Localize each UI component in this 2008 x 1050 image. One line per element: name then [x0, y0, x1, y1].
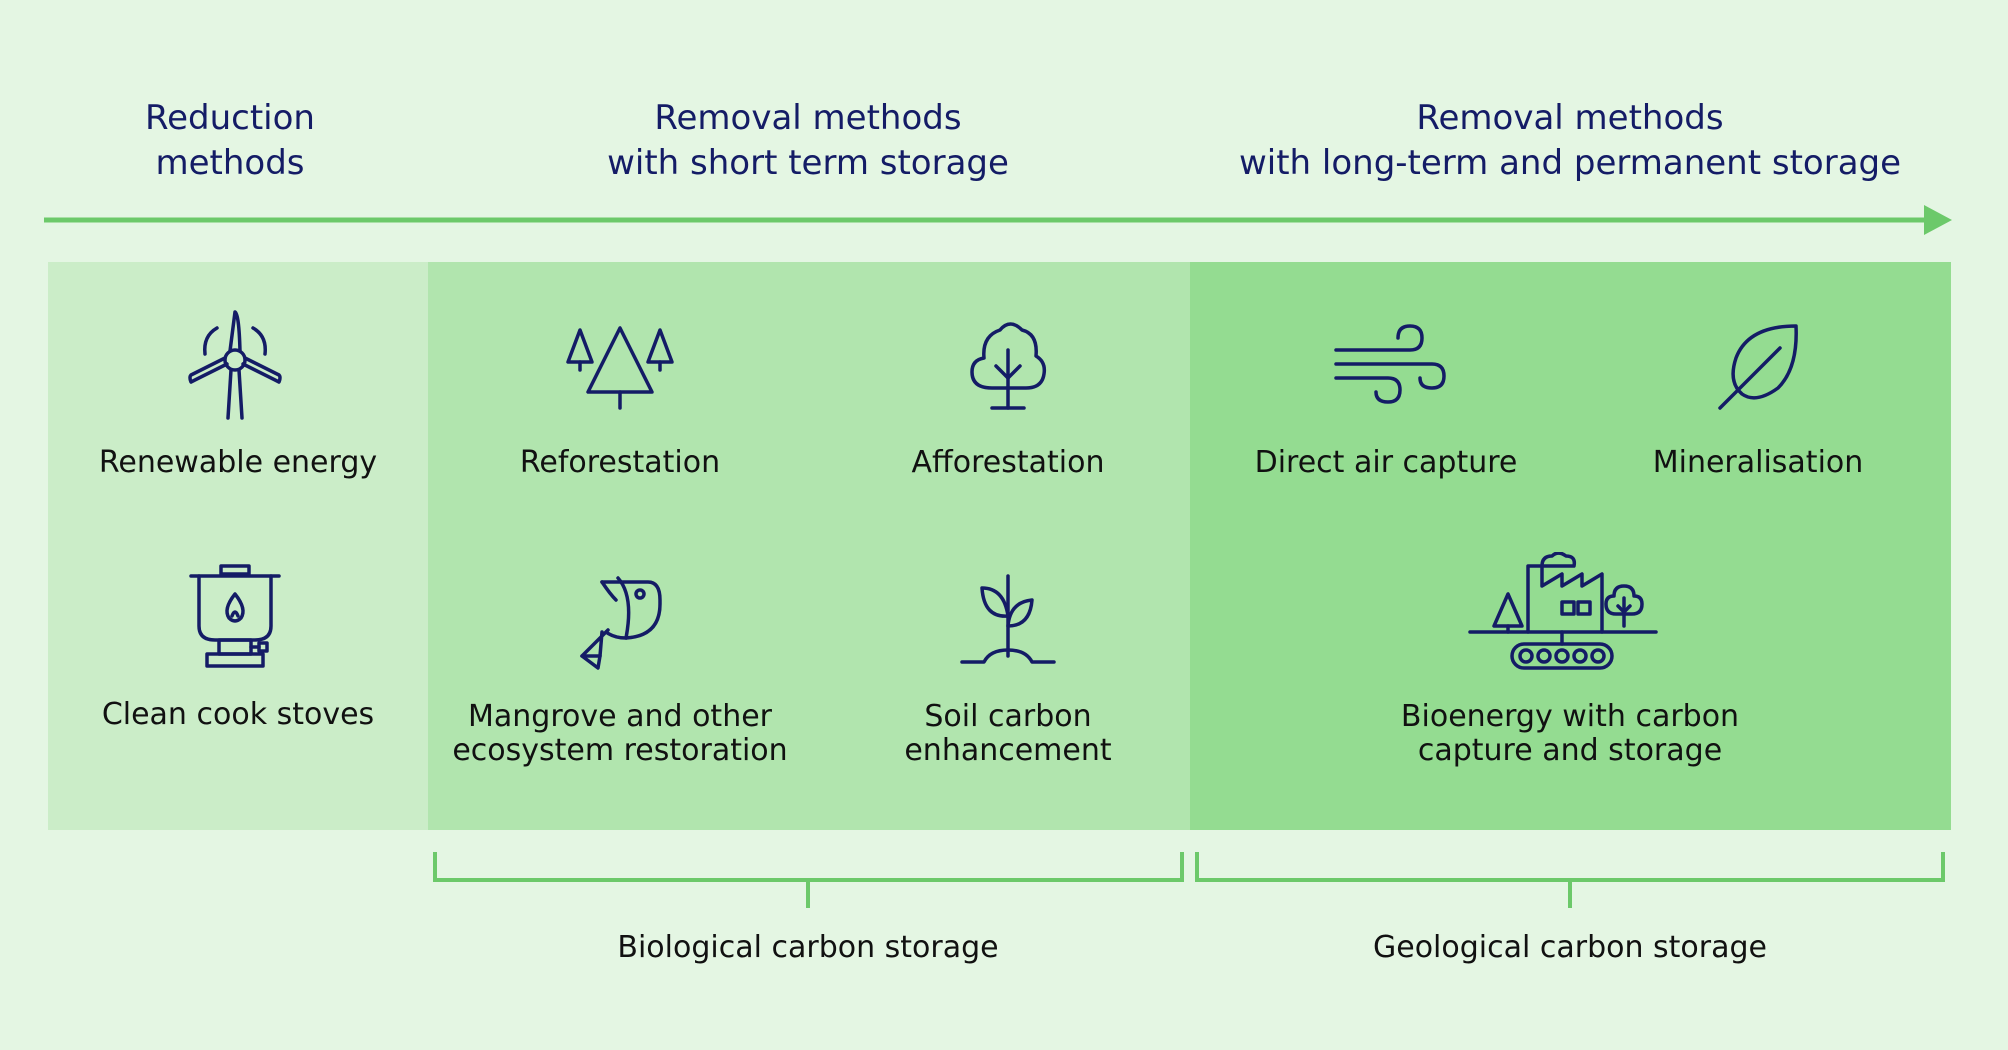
label-reforestation-line: Reforestation	[519, 445, 721, 480]
label-soil-carbon-line-2: enhancement	[904, 733, 1112, 768]
label-afforestation: Afforestation	[828, 446, 1188, 480]
label-beccs-line-2: capture and storage	[1417, 733, 1723, 768]
header-reduction: Reduction methods	[80, 96, 380, 186]
label-renewable-energy: Renewable energy	[58, 446, 418, 480]
fish-icon	[560, 560, 680, 680]
brace-geological	[1195, 852, 1945, 908]
header-long-term: Removal methods with long-term and perma…	[1220, 96, 1920, 186]
label-mineralisation-line: Mineralisation	[1652, 445, 1864, 480]
label-direct-air-capture-line: Direct air capture	[1254, 445, 1518, 480]
label-mineralisation: Mineralisation	[1578, 446, 1938, 480]
timeline-arrow	[44, 205, 1952, 235]
header-reduction-line-2: methods	[155, 143, 305, 183]
label-soil-carbon-line-1: Soil carbon	[924, 699, 1092, 734]
wind-icon	[1326, 306, 1446, 426]
label-clean-cook-stoves: Clean cook stoves	[58, 698, 418, 732]
label-biological-carbon-storage: Biological carbon storage	[617, 930, 999, 965]
leaf-icon	[1698, 306, 1818, 426]
label-renewable-energy-line: Renewable energy	[98, 445, 378, 480]
label-mangrove-line-1: Mangrove and other	[468, 699, 772, 734]
panel-short-term	[428, 262, 1190, 830]
wind-turbine-icon	[175, 306, 295, 426]
seedling-icon	[948, 560, 1068, 680]
panel-long-term	[1190, 262, 1951, 830]
trees-icon	[560, 306, 680, 426]
label-beccs-line-1: Bioenergy with carbon	[1400, 699, 1740, 734]
factory-icon	[1466, 552, 1662, 682]
label-clean-cook-stoves-line: Clean cook stoves	[101, 697, 375, 732]
tree-icon	[948, 306, 1068, 426]
cook-stove-icon	[175, 560, 295, 680]
label-reforestation: Reforestation	[440, 446, 800, 480]
header-reduction-line-1: Reduction	[145, 98, 315, 138]
label-mangrove-line-2: ecosystem restoration	[452, 733, 788, 768]
label-beccs: Bioenergy with carbon capture and storag…	[1390, 700, 1750, 768]
label-direct-air-capture: Direct air capture	[1206, 446, 1566, 480]
label-geological-carbon-storage: Geological carbon storage	[1373, 930, 1767, 965]
header-long-term-line-1: Removal methods	[1416, 98, 1724, 138]
label-soil-carbon: Soil carbon enhancement	[828, 700, 1188, 768]
label-afforestation-line: Afforestation	[911, 445, 1105, 480]
panel-reduction	[48, 262, 428, 830]
header-short-term-line-1: Removal methods	[654, 98, 962, 138]
brace-biological	[433, 852, 1184, 908]
header-short-term: Removal methods with short term storage	[558, 96, 1058, 186]
header-short-term-line-2: with short term storage	[607, 143, 1009, 183]
header-long-term-line-2: with long-term and permanent storage	[1238, 143, 1902, 183]
label-mangrove: Mangrove and other ecosystem restoration	[440, 700, 800, 768]
